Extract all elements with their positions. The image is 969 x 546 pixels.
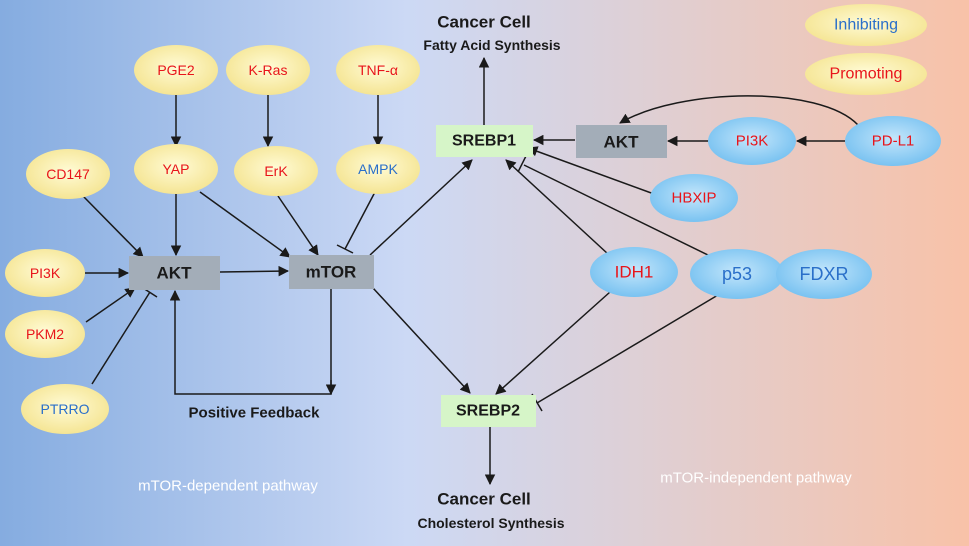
inhibit-bar-p53-srebp1 <box>517 155 527 173</box>
node-pkm2 <box>5 310 85 358</box>
node-akt-left-label: AKT <box>157 264 193 283</box>
node-pge2 <box>134 45 218 95</box>
node-fdxr <box>776 249 872 299</box>
node-srebp1-label: SREBP1 <box>452 133 516 150</box>
node-tnfa <box>336 45 420 95</box>
edge-pkm2-akt <box>85 287 136 323</box>
edge-akt-mtor <box>219 265 290 277</box>
edge-mtor-srebp1 <box>369 159 473 256</box>
node-pi3k-right-label: PI3K <box>736 133 769 150</box>
node-idh1-label: IDH1 <box>615 263 654 282</box>
node-ampk-label: AMPK <box>358 161 398 177</box>
edge-erk-mtor <box>277 195 319 256</box>
node-srebp2 <box>441 395 536 427</box>
node-cd147-label: CD147 <box>46 166 90 182</box>
edge-ampk-mtor <box>344 191 376 250</box>
edge-cd147-akt <box>82 195 144 258</box>
node-hbxip-label: HBXIP <box>671 190 716 207</box>
left-pathway-label: mTOR-dependent pathway <box>138 478 318 495</box>
node-idh1 <box>590 247 678 297</box>
edge-hbxip-srebp1 <box>527 146 655 195</box>
edge-positive-feedback <box>169 289 332 395</box>
node-erk-label: ErK <box>264 163 288 179</box>
legend-inhibiting-oval <box>805 4 927 46</box>
fatty-subtitle: Fatty Acid Synthesis <box>423 37 560 53</box>
node-fdxr-label: FDXR <box>800 264 849 284</box>
node-pge2-label: PGE2 <box>157 62 195 78</box>
edge-mtor-srebp2 <box>372 287 471 394</box>
positive-feedback-label: Positive Feedback <box>189 405 321 422</box>
node-kras-label: K-Ras <box>249 62 288 78</box>
node-p53-label: p53 <box>722 264 752 284</box>
node-akt-left <box>129 256 220 290</box>
inhibit-bar-ampk-mtor <box>336 244 354 254</box>
legend-promoting-oval <box>805 53 927 95</box>
node-tnfa-label: TNF-α <box>358 62 398 78</box>
legend: Inhibiting Promoting <box>805 4 927 95</box>
node-akt-right-label: AKT <box>604 133 640 152</box>
node-pdl1 <box>845 116 941 166</box>
node-mtor <box>289 255 374 289</box>
edge-ptrro-akt <box>91 291 151 385</box>
edge-idh1-srebp1 <box>505 159 609 255</box>
node-pi3k-right <box>708 117 796 165</box>
node-pkm2-label: PKM2 <box>26 326 64 342</box>
node-ptrro-label: PTRRO <box>41 401 90 417</box>
node-mtor-label: mTOR <box>306 263 357 282</box>
node-pi3k-left-label: PI3K <box>30 265 61 281</box>
node-akt-right <box>576 125 667 158</box>
node-ampk <box>336 144 420 194</box>
node-ptrro <box>21 384 109 434</box>
node-srebp2-label: SREBP2 <box>456 403 520 420</box>
node-srebp1 <box>436 125 533 157</box>
chol-subtitle: Cholesterol Synthesis <box>417 515 564 531</box>
node-kras <box>226 45 310 95</box>
node-erk <box>234 146 318 196</box>
node-yap-label: YAP <box>163 161 190 177</box>
edge-pdl1-akt <box>619 95 859 126</box>
node-cd147 <box>26 149 110 199</box>
node-hbxip <box>650 174 738 222</box>
node-yap <box>134 144 218 194</box>
edge-yap-mtor <box>199 191 291 258</box>
edge-idh1-srebp2 <box>495 291 611 395</box>
edge-p53-srebp2 <box>536 294 719 404</box>
node-pdl1-label: PD-L1 <box>872 133 915 150</box>
fatty-title: Cancer Cell <box>437 13 531 32</box>
node-pi3k-left <box>5 249 85 297</box>
edge-p53-srebp1 <box>523 164 713 258</box>
edges <box>82 56 859 486</box>
node-p53 <box>690 249 784 299</box>
right-pathway-label: mTOR-independent pathway <box>660 470 852 487</box>
legend-inhibiting-label: Inhibiting <box>834 17 898 34</box>
legend-promoting-label: Promoting <box>830 66 903 83</box>
chol-title: Cancer Cell <box>437 490 531 509</box>
